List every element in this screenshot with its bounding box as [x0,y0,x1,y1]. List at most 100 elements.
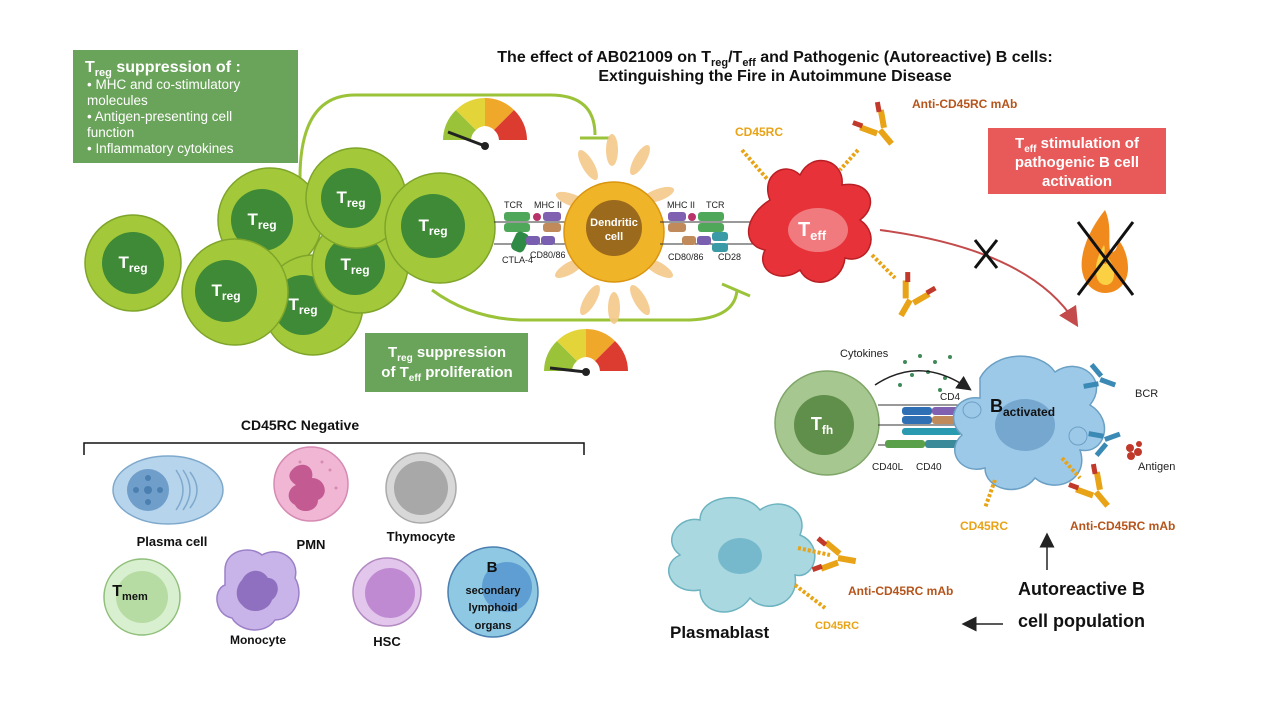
treg-cell-7: Treg [384,172,496,284]
synapse-left: TCR MHC II CTLA-4 CD80/86 [494,200,570,265]
treg-box-bullet-3: • Inflammatory cytokines [87,141,234,156]
anti-cd45rc-label-plasmablast: Anti-CD45RC mAb [848,584,953,598]
thymocyte-cell: Thymocyte [385,452,457,544]
cd45rc-receptor-icon [983,456,1082,509]
plasma-cell: Plasma cell [112,455,224,549]
svg-text:pathogenic B cell: pathogenic B cell [1015,154,1139,171]
svg-text:CD80/86: CD80/86 [668,252,704,262]
cytokine-dots [898,354,952,392]
svg-text:of Teff proliferation: of Teff proliferation [381,364,512,384]
bcr-label: BCR [1135,388,1158,400]
negative-title: CD45RC Negative [241,417,359,433]
diagram-title: The effect of AB021009 on Treg/Teff and … [497,49,1052,85]
b-secondary-lymphoid-cell: B [447,546,539,638]
tmem-cell: Tmem [103,558,181,636]
cd45rc-label-top: CD45RC [735,125,783,139]
cytokines-label: Cytokines [840,348,889,360]
svg-text:CD80/86: CD80/86 [530,250,566,260]
dendritic-cell: Dendritic cell [554,134,675,324]
svg-text:Treg: Treg [418,216,447,238]
pmn-cell: PMN [273,446,349,552]
title-line-2: Extinguishing the Fire in Autoimmune Dis… [598,68,951,85]
inhibition-arc-bottom [431,288,739,322]
cd45rc-label-b: CD45RC [960,519,1008,533]
svg-text:Monocyte: Monocyte [230,633,286,647]
svg-text:Thymocyte: Thymocyte [387,529,456,544]
svg-text:Bactivated: Bactivated [990,396,1055,419]
b-secondary-line-3: organs [475,620,512,632]
svg-text:Plasma cell: Plasma cell [137,534,208,549]
svg-text:Teff stimulation of: Teff stimulation of [1015,135,1140,155]
treg-box-bullet-2: • Antigen-presenting cell [87,109,232,124]
svg-text:MHC II: MHC II [667,200,695,210]
treg-cell-6: Treg [305,147,407,249]
antibody-icon [898,272,937,318]
treg-box-bullet-1b: molecules [87,93,148,108]
treg-suppression-box: Treg suppression of : • MHC and co-stimu… [73,50,298,163]
autoreactive-label-1: Autoreactive B [1018,579,1145,599]
treg-cluster: Treg Treg Treg Treg Treg Treg [84,147,496,356]
treg-cell-4: Treg [181,238,289,346]
inhibition-arc-top [298,93,597,179]
cd45rc-negative-panel: CD45RC Negative Plasma cell PMN [83,417,585,649]
svg-text:HSC: HSC [373,634,401,649]
cd45rc-label-plasmablast: CD45RC [815,620,859,632]
antibody-icon [811,536,857,573]
svg-text:activation: activation [1042,173,1112,190]
antigen-icon [1126,441,1142,460]
svg-text:Treg: Treg [211,281,240,303]
b-secondary-line-1: secondary [465,585,521,597]
svg-text:TCR: TCR [504,200,523,210]
svg-text:CD4: CD4 [940,392,960,403]
plasmablast-cell [668,496,816,613]
svg-text:Treg: Treg [118,253,147,275]
svg-text:CD40L: CD40L [872,462,904,473]
svg-text:MHC II: MHC II [534,200,562,210]
treg-cell-1: Treg [84,214,182,312]
activation-arrow [879,229,1079,328]
svg-text:B: B [487,559,498,576]
antibody-icon [852,101,894,146]
antigen-label: Antigen [1138,461,1175,473]
plasmablast-label: Plasmablast [670,623,770,642]
b-secondary-line-2: lymphoid [469,602,518,614]
svg-text:Teff: Teff [798,219,827,243]
hsc-cell: HSC [352,557,422,649]
anti-cd45rc-label-top: Anti-CD45RC mAb [912,97,1017,111]
svg-text:Treg: Treg [288,295,317,317]
tfh-cell: Tfh [774,370,880,476]
gauge-icon-top [443,98,527,150]
svg-text:Tfh: Tfh [811,414,833,437]
monocyte-cell: Monocyte [216,549,300,647]
b-activated-cell: Bactivated [952,355,1106,491]
svg-text:TCR: TCR [706,200,725,210]
negative-bracket [83,442,585,455]
cd45rc-receptor-icon [740,148,897,280]
svg-text:cell: cell [605,231,623,243]
treg-box-bullet-1: • MHC and co-stimulatory [87,77,241,92]
bcr-receptor-icon [1083,363,1121,457]
svg-text:Tmem: Tmem [112,583,148,603]
teff-stimulation-box: Teff stimulation of pathogenic B cell ac… [988,128,1166,194]
gauge-icon-bottom [544,329,628,376]
svg-text:Treg: Treg [340,255,369,277]
cross-icon [973,239,999,269]
treg-box-title: Treg suppression of : [85,59,241,79]
svg-text:Treg: Treg [247,210,276,232]
svg-text:Treg suppression: Treg suppression [388,344,506,364]
svg-text:CD28: CD28 [718,252,741,262]
treg-box-bullet-2b: function [87,125,134,140]
svg-text:PMN: PMN [297,537,326,552]
title-line-1: The effect of AB021009 on Treg/Teff and … [497,49,1052,69]
svg-text:CD40: CD40 [916,462,942,473]
cd45rc-receptor-icon [793,546,831,610]
treg-proliferation-box: Treg suppression of Teff proliferation [365,333,528,392]
teff-cell: Teff [748,159,872,283]
synapse-tfh-b: CD4 CD40L CD40 [872,392,965,473]
cytokine-arrow [874,369,972,391]
svg-text:Dendritic: Dendritic [590,217,638,229]
inhibition-bar-bottom [721,282,751,298]
cross-icon [1076,221,1135,296]
synapse-right: MHC II TCR CD80/86 CD28 [660,200,760,262]
autoreactive-label-2: cell population [1018,611,1145,631]
